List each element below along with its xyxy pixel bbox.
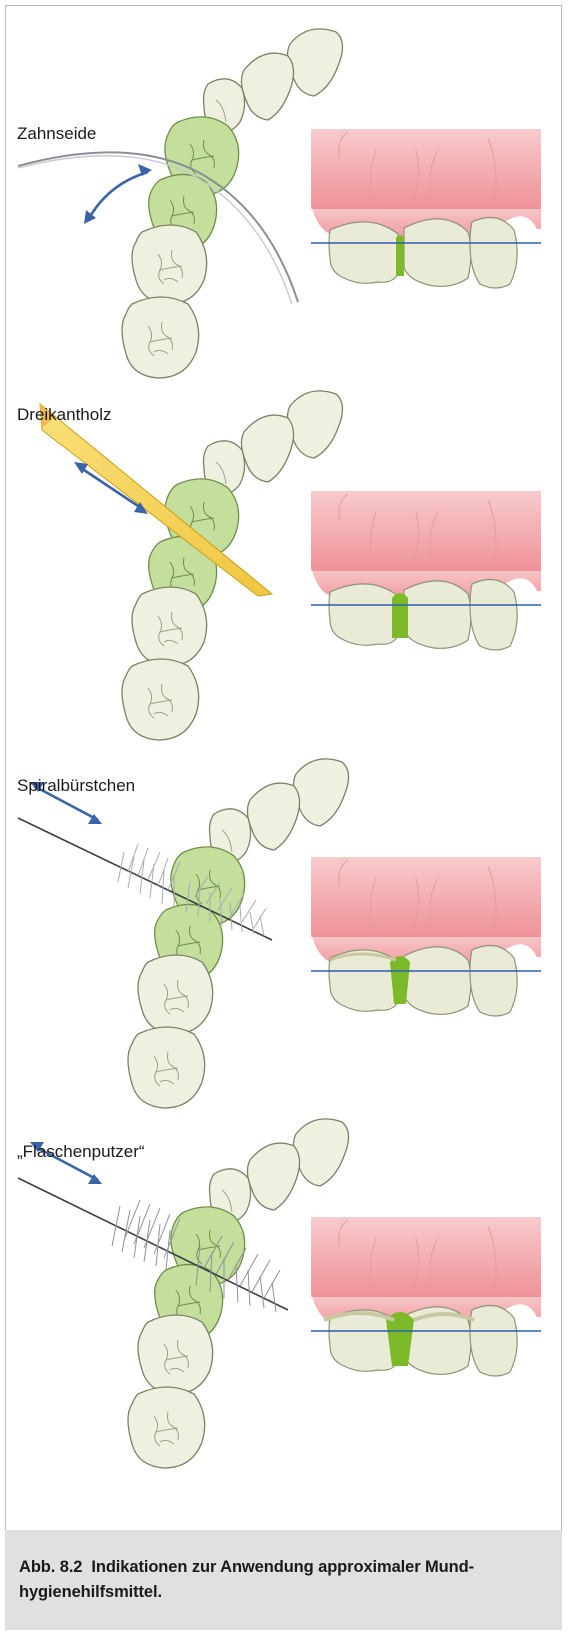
label-spiralbuerstchen: Spiralbürstchen bbox=[17, 776, 135, 796]
movement-arrow bbox=[88, 172, 148, 220]
panel-zahnseide bbox=[18, 29, 541, 378]
front-view-gums bbox=[311, 1217, 541, 1376]
front-view-gums bbox=[311, 129, 541, 288]
papilla-area bbox=[396, 235, 404, 276]
panel-dreikantholz bbox=[40, 391, 541, 740]
label-flaschenputzer: „Flaschenputzer“ bbox=[17, 1142, 145, 1162]
caption-number: Abb. 8.2 bbox=[19, 1558, 82, 1576]
panel-flaschenputzer bbox=[18, 1119, 541, 1468]
panel-spiralbuerstchen bbox=[18, 759, 541, 1108]
label-dreikantholz: Dreikantholz bbox=[17, 405, 112, 425]
figure-caption: Abb. 8.2 Indikationen zur Anwendung appr… bbox=[5, 1530, 562, 1630]
caption-text: Indikationen zur Anwendung approximaler … bbox=[19, 1558, 474, 1601]
label-zahnseide: Zahnseide bbox=[17, 124, 96, 144]
front-view-gums bbox=[311, 857, 541, 1016]
front-view-gums bbox=[311, 491, 541, 650]
